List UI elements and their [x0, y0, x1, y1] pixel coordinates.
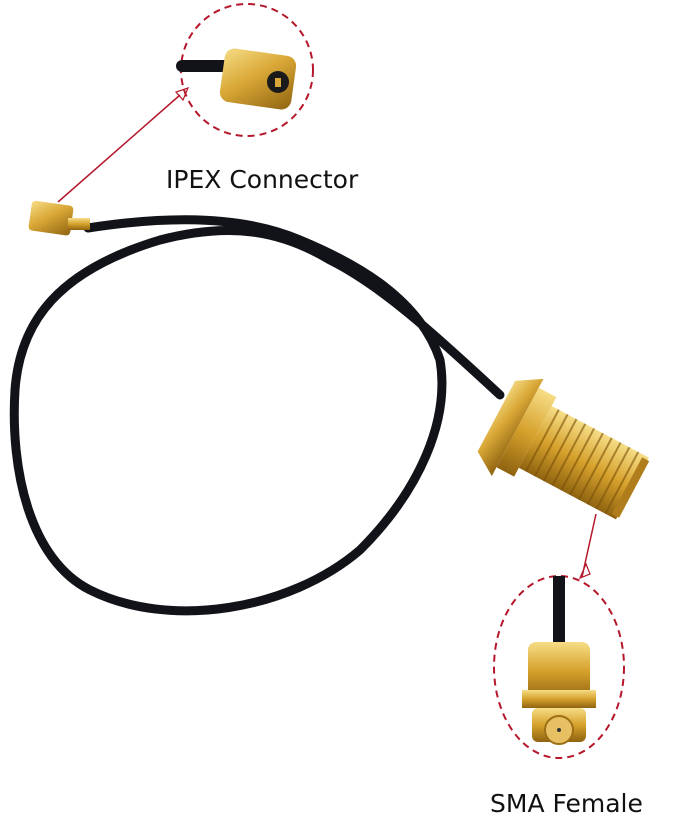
cable	[9, 215, 505, 616]
ipex-connector-label: IPEX Connector	[166, 165, 359, 194]
sma-female-label: SMA Female	[490, 789, 643, 816]
sma-callout	[493, 513, 625, 759]
ipex-connector-on-cable	[28, 200, 90, 236]
sma-connector-on-cable	[477, 378, 650, 520]
ipex-callout-arrow	[57, 94, 181, 203]
ipex-callout	[57, 3, 314, 203]
